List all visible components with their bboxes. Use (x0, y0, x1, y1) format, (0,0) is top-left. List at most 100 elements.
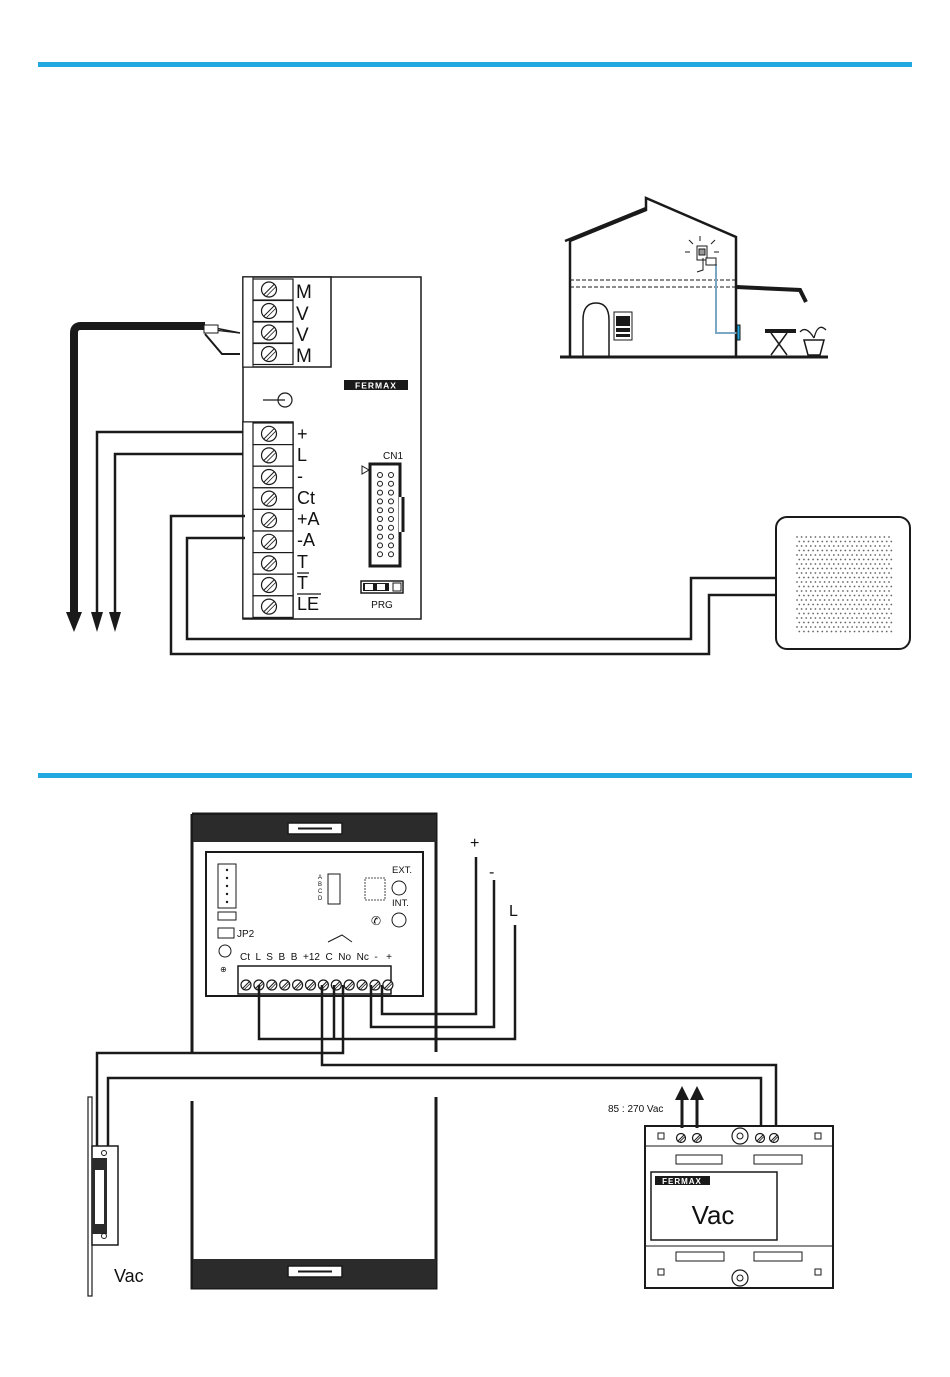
lower-terminal-label-2: L (297, 445, 307, 465)
bus-arrow-2 (91, 612, 103, 632)
cn1-pin (389, 508, 394, 513)
jp2-label: JP2 (237, 929, 255, 940)
lower-terminal-label-9: LE (297, 594, 319, 614)
upper-terminal-screw-1 (262, 282, 277, 297)
amp-connector-dot (226, 869, 228, 871)
lower-terminal-screw-2 (262, 448, 277, 463)
amp-terminal-screw-3 (267, 980, 277, 990)
fermax-brand-psu: FERMAX (662, 1177, 702, 1186)
amp-terminal-screw-7 (318, 980, 328, 990)
psu-terminal-screw-3 (756, 1134, 765, 1143)
psu-terminal-screw-1 (677, 1134, 686, 1143)
lower-terminal-label-1: + (297, 424, 308, 444)
cn1-pin (378, 499, 383, 504)
lower-terminal-screw-9 (262, 599, 277, 614)
amp-connector-dot (226, 877, 228, 879)
upper-terminal-block (253, 279, 293, 365)
cn1-pin (389, 543, 394, 548)
ext-label: EXT. (392, 865, 412, 876)
amp-connector-dot (226, 901, 228, 903)
wire-label-plus: + (470, 835, 479, 852)
amp-connector-dot (226, 893, 228, 895)
lower-terminal-label-4: Ct (297, 488, 315, 508)
cable-ferrule (204, 325, 218, 333)
lower-terminal-label-8: T (297, 573, 308, 593)
abcd-label-c: C (318, 889, 323, 895)
handset-icon: ✆ (371, 914, 381, 928)
cn1-pin (389, 490, 394, 495)
abcd-label-a: A (318, 875, 322, 881)
cn1-pin (378, 543, 383, 548)
upper-terminal-screw-3 (262, 325, 277, 340)
amp-terminal-screw-9 (344, 980, 354, 990)
amp-terminal-screw-4 (280, 980, 290, 990)
cn1-label: CN1 (383, 451, 403, 462)
lower-terminal-screw-4 (262, 491, 277, 506)
middle-divider-line (38, 773, 912, 778)
cn1-pin (378, 517, 383, 522)
amp-terminal-labels: Ct L S B B +12 C No Nc - + (240, 952, 392, 963)
upper-terminal-screw-2 (262, 304, 277, 319)
lower-terminal-screw-1 (262, 426, 277, 441)
cn1-pin (378, 490, 383, 495)
lower-terminal-screw-6 (262, 534, 277, 549)
fermax-brand-top: FERMAX (355, 381, 397, 391)
lower-terminal-block (253, 423, 293, 617)
top-divider-line (38, 62, 912, 67)
bus-arrow-1 (66, 612, 82, 632)
lower-terminal-label-3: - (297, 466, 303, 486)
amp-terminal-screw-12 (383, 980, 393, 990)
cn1-pin (389, 534, 394, 539)
wire-label-l: L (509, 903, 518, 920)
upper-terminal-screw-4 (262, 347, 277, 362)
mains-input-arrows (675, 1086, 704, 1128)
lower-terminal-screw-8 (262, 578, 277, 593)
psu-vac-label: Vac (692, 1200, 735, 1230)
cn1-pin (378, 552, 383, 557)
power-supply-unit (645, 1126, 833, 1288)
lower-terminal-label-5: +A (297, 509, 320, 529)
house-illustration (560, 198, 828, 357)
abcd-label-b: B (318, 882, 322, 888)
int-label: INT. (392, 898, 409, 909)
bus-arrow-3 (109, 612, 121, 632)
cn1-pin (378, 525, 383, 530)
amp-terminal-screw-1 (241, 980, 251, 990)
cn1-pin (389, 552, 394, 557)
amp-terminal-screw-10 (357, 980, 367, 990)
psu-terminal-screw-4 (770, 1134, 779, 1143)
ground-symbol: ⊕ (220, 965, 227, 974)
upper-terminal-label-4: M (296, 346, 312, 367)
cn1-pin (389, 525, 394, 530)
lower-terminal-screw-3 (262, 470, 277, 485)
upper-terminal-label-2: V (296, 304, 309, 325)
amplifier-module (206, 852, 423, 996)
camera-light-icon (685, 236, 719, 272)
lower-terminal-label-6: -A (297, 530, 315, 550)
cn1-pin (389, 473, 394, 478)
lower-terminal-label-7: T (297, 552, 308, 572)
wire-label-minus: - (489, 864, 494, 881)
upper-terminal-label-1: M (296, 282, 312, 303)
cn1-pin (378, 481, 383, 486)
main-bus-cable (74, 326, 240, 618)
mains-input-label: 85 : 270 Vac (608, 1104, 663, 1115)
cn1-pin (389, 499, 394, 504)
upper-terminal-label-3: V (296, 325, 309, 346)
amp-terminal-screw-5 (293, 980, 303, 990)
amp-terminal-screw-6 (306, 980, 316, 990)
cn1-pin (378, 508, 383, 513)
cn1-pin (378, 534, 383, 539)
cn1-pin (389, 517, 394, 522)
abcd-label-d: D (318, 896, 323, 902)
cn1-pin (389, 481, 394, 486)
prg-label: PRG (371, 600, 393, 611)
psu-terminal-screw-2 (693, 1134, 702, 1143)
lower-terminal-screw-7 (262, 556, 277, 571)
cn1-pin (378, 473, 383, 478)
lower-terminal-screw-5 (262, 513, 277, 528)
amp-connector-dot (226, 885, 228, 887)
lock-vac-label: Vac (114, 1266, 144, 1286)
